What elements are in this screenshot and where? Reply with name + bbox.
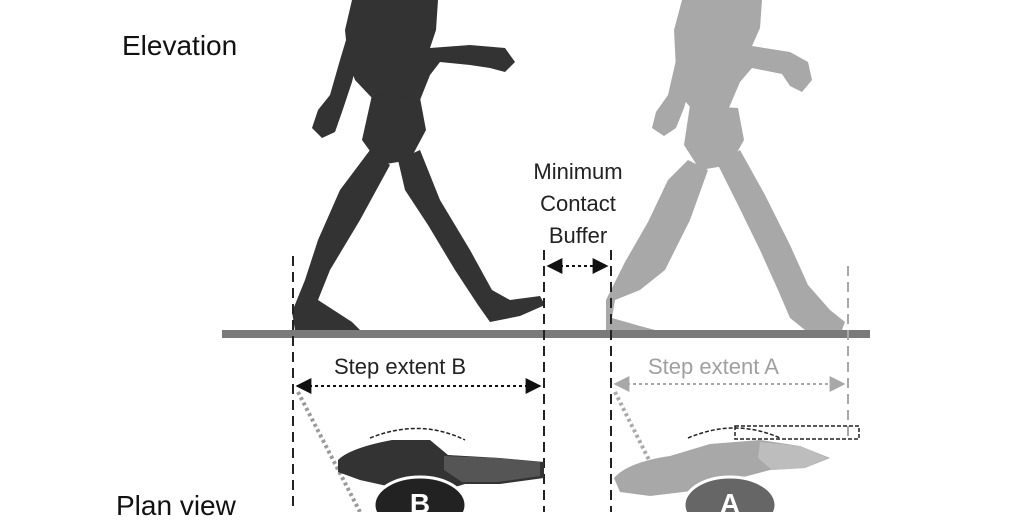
minimum-contact-buffer-label: Minimum Contact Buffer — [513, 156, 643, 252]
plan-a-dashed-box — [734, 425, 860, 440]
elevation-label: Elevation — [122, 30, 238, 61]
buffer-line-1: Minimum — [533, 159, 623, 184]
plan-view-label: Plan view — [116, 490, 236, 521]
plan-b-head — [372, 475, 468, 512]
step-extent-a-label: Step extent A — [648, 354, 779, 379]
walker-a-silhouette — [606, 0, 845, 334]
plan-view-b — [296, 391, 544, 512]
plan-a-head — [682, 475, 778, 512]
plan-a-dotted-diagonal — [613, 391, 652, 463]
walker-b-silhouette — [292, 0, 545, 334]
plan-b-dotted-diagonal — [296, 391, 362, 512]
plan-view-a — [613, 391, 860, 512]
buffer-line-2: Contact — [540, 191, 616, 216]
plan-b-arc — [369, 427, 466, 441]
extent-lines — [292, 250, 849, 512]
buffer-line-3: Buffer — [548, 223, 608, 248]
step-extent-b-label: Step extent B — [334, 354, 467, 379]
walker-a-letter: A — [719, 488, 741, 519]
walker-b-letter: B — [409, 488, 431, 519]
plan-a-arc — [687, 427, 781, 439]
